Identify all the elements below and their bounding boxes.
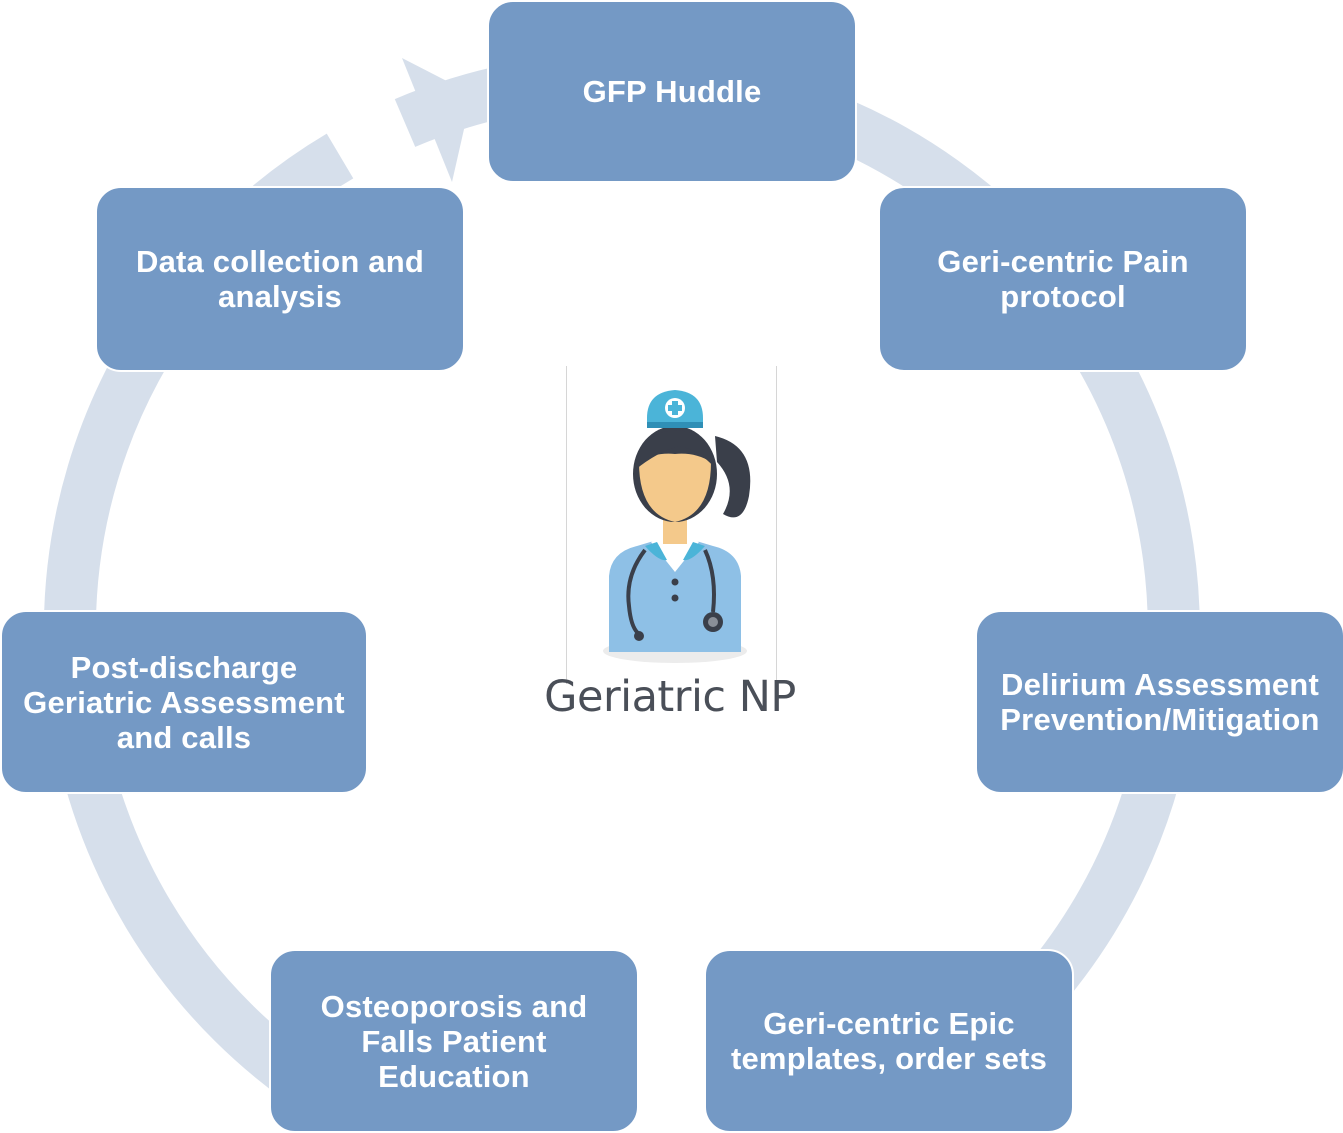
node-line: templates, order sets xyxy=(730,1041,1048,1076)
node-geri-centric-pain-protocol: Geri-centric Pain protocol xyxy=(878,186,1248,372)
node-delirium-assessment: Delirium Assessment Prevention/Mitigatio… xyxy=(975,610,1343,794)
node-line: Geri-centric Pain xyxy=(937,244,1189,279)
center-label: Geriatric NP xyxy=(544,672,796,722)
node-line: Post-discharge xyxy=(70,649,298,685)
node-line: Geriatric Assessment xyxy=(23,684,345,720)
node-line: Falls Patient xyxy=(361,1023,547,1059)
node-gfp-huddle: GFP Huddle xyxy=(487,0,857,183)
node-post-discharge-assessment: Post-discharge Geriatric Assessment and … xyxy=(0,610,368,794)
node-osteoporosis-falls-education: Osteoporosis and Falls Patient Education xyxy=(269,949,639,1133)
node-line: protocol xyxy=(1000,279,1126,314)
nurse-practitioner-figure xyxy=(566,366,777,684)
node-line: Osteoporosis and xyxy=(320,988,588,1024)
node-line: GFP Huddle xyxy=(582,74,762,109)
node-data-collection-analysis: Data collection and analysis xyxy=(95,186,465,372)
cycle-arrowhead xyxy=(402,58,472,182)
node-line: Data collection and xyxy=(135,244,425,279)
node-line: Prevention/Mitigation xyxy=(1000,702,1320,737)
nurse-practitioner-icon xyxy=(603,390,751,663)
node-geri-centric-epic-templates: Geri-centric Epic templates, order sets xyxy=(704,949,1074,1133)
node-line: Education xyxy=(378,1058,530,1094)
node-line: Geri-centric Epic xyxy=(763,1006,1015,1041)
node-line: analysis xyxy=(218,279,342,314)
node-line: and calls xyxy=(116,719,252,755)
node-line: Delirium Assessment xyxy=(1001,667,1319,702)
